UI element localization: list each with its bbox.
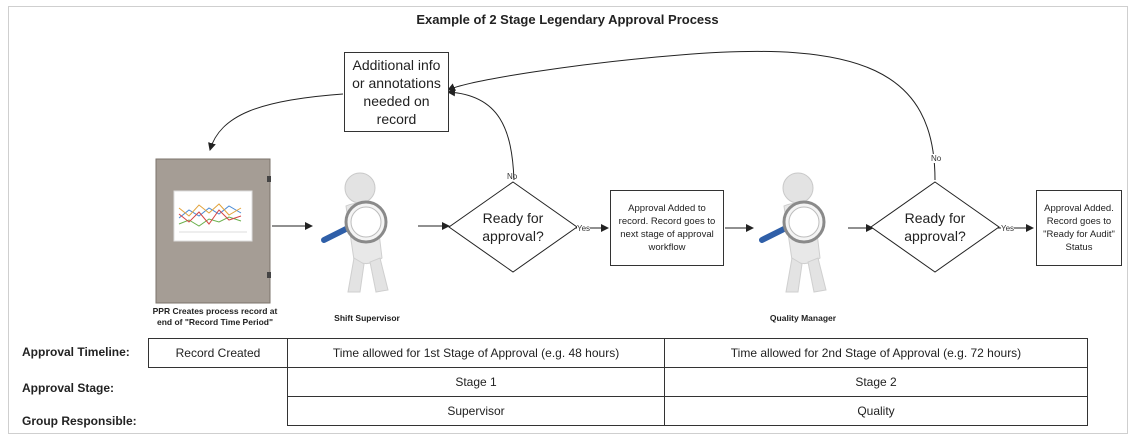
decision-2-label: Ready for approval? xyxy=(904,210,966,244)
approval-stage-1-box: Approval Added to record. Record goes to… xyxy=(610,190,724,266)
stage-row-label: Approval Stage: xyxy=(22,381,115,395)
no-label-1: No xyxy=(507,172,518,181)
chart-thumbnail-icon xyxy=(173,190,253,242)
info-needed-box: Additional info or annotations needed on… xyxy=(344,52,449,132)
record-caption: PPR Creates process record at end of "Re… xyxy=(152,306,278,327)
timeline-stage-1-cell: Time allowed for 1st Stage of Approval (… xyxy=(287,338,665,368)
timeline-stage-2-cell: Time allowed for 2nd Stage of Approval (… xyxy=(664,338,1088,368)
quality-manager-figure-icon xyxy=(756,168,854,298)
diagram-title: Example of 2 Stage Legendary Approval Pr… xyxy=(416,12,719,27)
shift-supervisor-figure-icon xyxy=(318,168,416,298)
timeline-row-label: Approval Timeline: xyxy=(22,345,130,359)
decision-diamond-2 xyxy=(870,181,1000,273)
stage-1-cell: Stage 1 xyxy=(287,367,665,397)
arrow-decision1-no xyxy=(447,88,515,181)
supervisor-caption: Shift Supervisor xyxy=(334,313,400,323)
group-stage-2-cell: Quality xyxy=(664,396,1088,426)
process-record-document-icon xyxy=(155,158,271,304)
decision-1-label: Ready for approval? xyxy=(482,210,544,244)
approval-stage-2-box: Approval Added. Record goes to "Ready fo… xyxy=(1036,190,1122,266)
group-stage-1-cell: Supervisor xyxy=(287,396,665,426)
yes-label-2: Yes xyxy=(1001,224,1015,233)
timeline-record-created-cell: Record Created xyxy=(148,338,288,368)
group-row-label: Group Responsible: xyxy=(22,414,137,428)
no-label-2: No xyxy=(930,154,943,163)
arrow-info-to-record xyxy=(208,93,344,151)
manager-caption: Quality Manager xyxy=(769,313,837,323)
arrow-decision2-no xyxy=(447,50,936,181)
stage-2-cell: Stage 2 xyxy=(664,367,1088,397)
diagram-frame xyxy=(8,6,1128,434)
yes-label-1: Yes xyxy=(577,224,591,233)
decision-diamond-1 xyxy=(448,181,578,273)
